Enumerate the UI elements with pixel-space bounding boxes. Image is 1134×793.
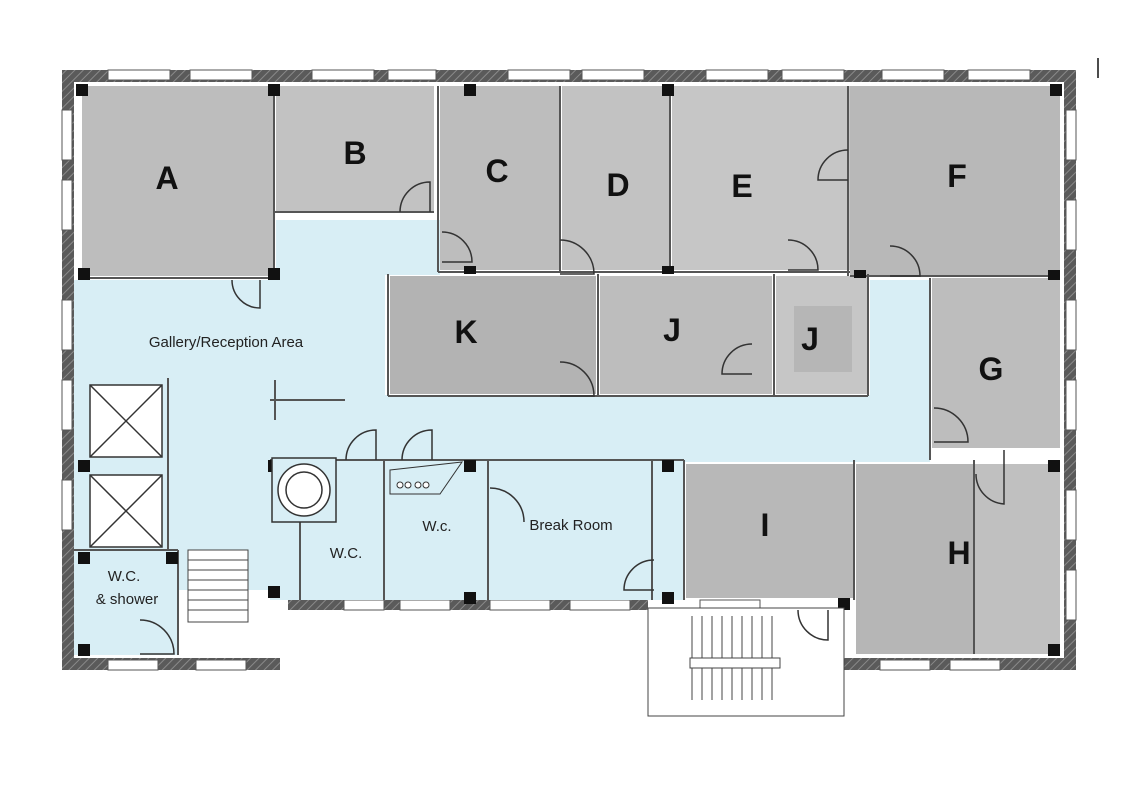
interior-walls [74,86,1060,655]
room-i[interactable] [686,464,854,598]
wc-shower-label-1: W.C. [108,568,141,585]
room-label-b: B [343,135,366,171]
room-label-j2: J [801,321,819,357]
room-label-g: G [979,351,1004,387]
room-label-i: I [761,507,770,543]
stairs-icon [187,549,845,717]
room-j1[interactable] [600,276,772,394]
windows-top [107,69,1031,81]
room-label-h: H [947,535,970,571]
common-areas [74,220,930,655]
room-label-k: K [454,314,477,350]
room-a[interactable] [82,86,274,276]
room-d[interactable] [562,86,670,270]
wc-shower-label-2: & shower [96,591,159,608]
room-label-c: C [485,153,508,189]
office-rooms [82,86,1060,654]
door-swing-icon [139,149,1005,655]
structural-columns [76,84,1062,656]
room-e[interactable] [672,86,850,270]
toilet-icon [271,457,337,523]
room-label-d: D [606,167,629,203]
room-label-a: A [155,160,178,196]
room-j2-inner [794,306,852,372]
windows-left [61,109,73,531]
elevator-icon [89,384,163,548]
room-c[interactable] [440,86,560,270]
sink-icon [389,461,464,495]
room-g[interactable] [932,278,1060,448]
room-label-j1: J [663,312,681,348]
room-f[interactable] [850,86,1060,276]
break-room-label: Break Room [529,517,612,534]
wc-small-label: W.c. [422,518,451,535]
gallery-label: Gallery/Reception Area [149,334,304,351]
windows-bottom [107,599,1001,671]
room-k[interactable] [390,276,596,394]
room-label-e: E [731,168,752,204]
wc-center-label: W.C. [330,545,363,562]
room-labels: A B C D E F K J J G I H Gallery/Receptio… [96,135,1004,608]
windows-right [1065,109,1077,621]
room-label-f: F [947,158,967,194]
